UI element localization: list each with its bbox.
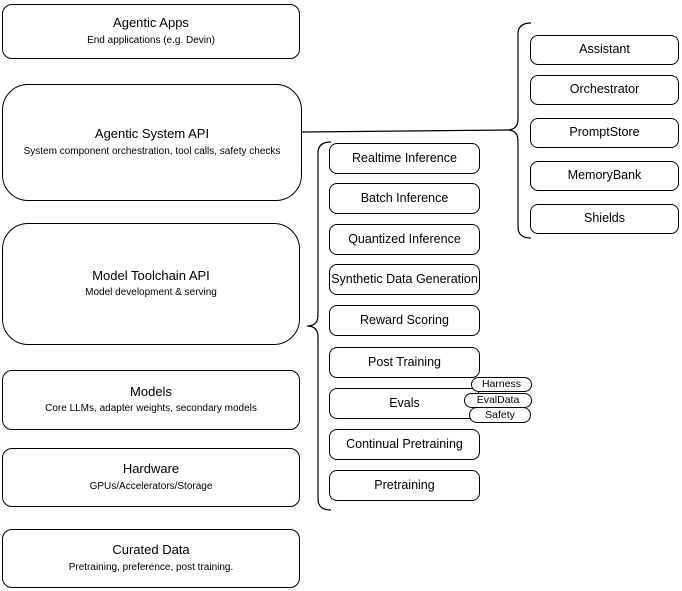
system-box-promptstore: PromptStore xyxy=(530,118,679,148)
evals-tag-harness: Harness xyxy=(471,377,532,392)
evals-tag-safety: Safety xyxy=(469,407,531,423)
toolchain-box-continual-pretraining: Continual Pretraining xyxy=(329,429,480,460)
toolchain-box-post-training: Post Training xyxy=(329,347,480,378)
box-subtitle: System component orchestration, tool cal… xyxy=(23,145,281,157)
system-box-assistant: Assistant xyxy=(530,35,679,65)
system-api-to-right-group-line xyxy=(301,129,508,133)
box-title: Agentic System API xyxy=(94,126,210,142)
box-title: Hardware xyxy=(122,461,180,477)
evals-tag-evaldata: EvalData xyxy=(464,393,532,408)
right-group-brace xyxy=(506,22,532,239)
stack-box-model-toolchain-api: Model Toolchain API Model development & … xyxy=(2,223,300,345)
box-subtitle: Model development & serving xyxy=(85,287,217,299)
system-box-memorybank: MemoryBank xyxy=(530,161,679,191)
toolchain-box-batch-inference: Batch Inference xyxy=(329,183,480,214)
box-subtitle: Pretraining, preference, post training. xyxy=(68,561,234,573)
toolchain-box-quantized-inference: Quantized Inference xyxy=(329,224,480,255)
toolchain-box-realtime-inference: Realtime Inference xyxy=(329,143,480,174)
toolchain-box-pretraining: Pretraining xyxy=(329,470,480,501)
box-title: Model Toolchain API xyxy=(92,267,210,283)
box-title: Curated Data xyxy=(112,542,190,558)
stack-box-hardware: Hardware GPUs/Accelerators/Storage xyxy=(2,448,300,507)
system-box-orchestrator: Orchestrator xyxy=(530,75,679,105)
box-subtitle: Core LLMs, adapter weights, secondary mo… xyxy=(45,403,257,415)
box-title: Agentic Apps xyxy=(113,15,189,31)
toolchain-box-evals: Evals xyxy=(329,388,480,419)
system-box-shields: Shields xyxy=(530,204,679,234)
stack-box-agentic-apps: Agentic Apps End applications (e.g. Devi… xyxy=(2,4,300,59)
stack-box-agentic-system-api: Agentic System API System component orch… xyxy=(2,84,302,201)
toolchain-box-reward-scoring: Reward Scoring xyxy=(329,305,480,336)
box-subtitle: GPUs/Accelerators/Storage xyxy=(89,480,213,492)
toolchain-box-synthetic-data-generation: Synthetic Data Generation xyxy=(329,264,480,295)
box-subtitle: End applications (e.g. Devin) xyxy=(87,34,215,46)
stack-box-curated-data: Curated Data Pretraining, preference, po… xyxy=(2,529,300,588)
stack-box-models: Models Core LLMs, adapter weights, secon… xyxy=(2,370,300,430)
middle-group-brace xyxy=(306,141,332,511)
box-title: Models xyxy=(130,383,172,399)
